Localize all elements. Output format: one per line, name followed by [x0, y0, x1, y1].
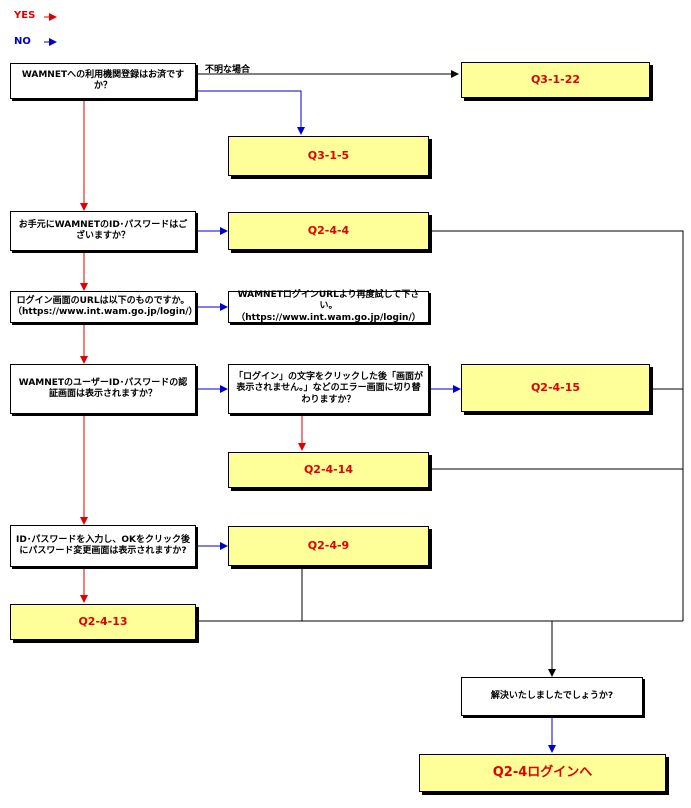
question-resolved: 解決いたしましたでしょうか? — [461, 677, 643, 716]
edge-merge-q244 — [429, 230, 684, 621]
question-have-id: お手元にWAMNETのID･パスワードはございますか？ — [10, 211, 196, 251]
answer-q2-4-4[interactable]: Q2-4-4 — [228, 212, 429, 250]
question-registered: WAMNETへの利用機関登録はお済ですか？ — [10, 63, 196, 99]
answer-retry-login-url[interactable]: WAMNETログインURLより再度試して下さい。（https://www.int… — [228, 290, 429, 323]
answer-q2-4-14[interactable]: Q2-4-14 — [228, 452, 429, 488]
question-click-login: 「ログイン」の文字をクリックした後「画面が表示されません。」などのエラー画面に切… — [228, 364, 429, 414]
legend-no: NO — [14, 36, 31, 47]
question-password-change: ID･パスワードを入力し、OKをクリック後にパスワード変更画面は表示されますか? — [10, 525, 196, 567]
answer-q2-4-15[interactable]: Q2-4-15 — [461, 364, 650, 412]
edge-no-registered — [197, 90, 305, 135]
question-login-url: ログイン画面のURLは以下のものですか。（https://www.int.wam… — [10, 291, 198, 323]
answer-q2-4-9[interactable]: Q2-4-9 — [228, 526, 429, 566]
answer-q3-1-5[interactable]: Q3-1-5 — [228, 136, 429, 176]
note-unknown-case: 不明な場合 — [205, 65, 251, 75]
answer-q3-1-22[interactable]: Q3-1-22 — [461, 62, 650, 98]
legend-yes: YES — [14, 10, 36, 21]
answer-q2-4-13[interactable]: Q2-4-13 — [10, 604, 196, 640]
answer-q2-4-login[interactable]: Q2-4ログインへ — [419, 754, 666, 792]
question-auth-screen: WAMNETのユーザーID･パスワードの認証画面は表示されますか？ — [10, 364, 196, 414]
